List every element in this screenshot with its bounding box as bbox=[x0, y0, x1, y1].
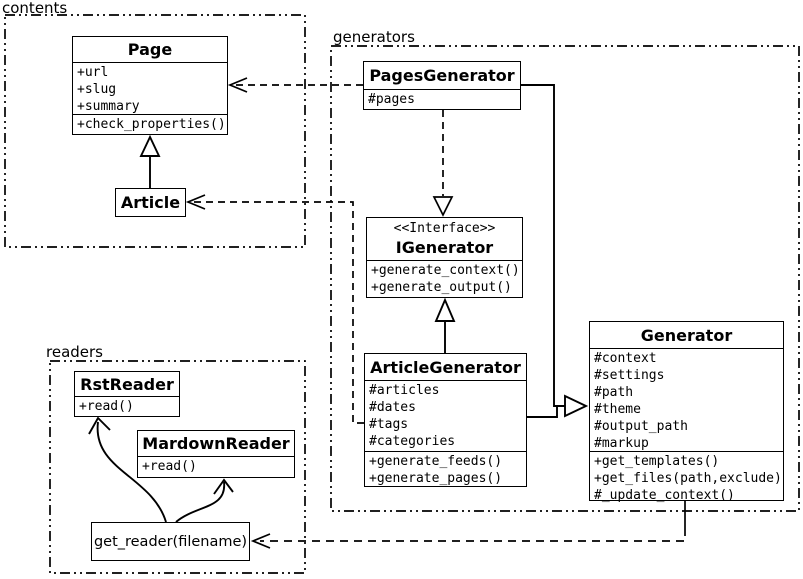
method-row: +get_templates() bbox=[594, 454, 720, 469]
open-arrowhead-icon bbox=[213, 478, 234, 495]
method-row: +read() bbox=[142, 459, 197, 474]
class-title-pagesgenerator: PagesGenerator bbox=[364, 62, 520, 90]
class-box-rstreader: RstReader +read() bbox=[74, 371, 180, 417]
attribute-row: #theme bbox=[594, 402, 641, 417]
realization-articlegenerator-to-igenerator bbox=[434, 297, 456, 353]
class-attributes-generator: #context #settings #path #theme #output_… bbox=[590, 349, 783, 451]
readers-package-border bbox=[49, 360, 306, 574]
attribute-row: #path bbox=[594, 385, 634, 400]
inheritance-articlegenerator-to-generator bbox=[527, 406, 558, 418]
function-label-get-reader: get_reader(filename) bbox=[93, 533, 248, 550]
arrow-getreader-to-rstreader bbox=[88, 416, 167, 523]
method-row: +generate_output() bbox=[371, 280, 512, 295]
open-arrowhead-icon bbox=[185, 194, 206, 210]
method-row: +check_properties() bbox=[77, 117, 226, 132]
open-arrowhead-icon bbox=[88, 416, 111, 435]
class-methods-generator: +get_templates() +get_files(path,exclude… bbox=[590, 451, 783, 504]
class-box-generator: Generator #context #settings #path #them… bbox=[589, 321, 784, 504]
dependency-pagesgenerator-to-page bbox=[227, 77, 363, 93]
open-arrowhead-icon bbox=[250, 533, 271, 549]
arrow-getreader-to-mardownreader bbox=[175, 478, 234, 523]
class-attributes-pagesgenerator: #pages bbox=[364, 90, 520, 108]
function-box-get-reader: get_reader(filename) bbox=[91, 522, 250, 561]
class-attributes-articlegenerator: #articles #dates #tags #categories bbox=[365, 381, 526, 451]
attribute-row: #tags bbox=[369, 417, 409, 432]
class-box-articlegenerator: ArticleGenerator #articles #dates #tags … bbox=[364, 353, 527, 487]
class-box-igenerator: <<Interface>> IGenerator +generate_conte… bbox=[366, 217, 523, 298]
class-title-generator: Generator bbox=[590, 322, 783, 349]
method-row: +generate_context() bbox=[371, 263, 520, 278]
realization-pagesgenerator-to-igenerator bbox=[432, 110, 454, 217]
contents-package-border bbox=[4, 14, 306, 248]
class-title-article: Article bbox=[120, 193, 181, 212]
attribute-row: #settings bbox=[594, 368, 665, 383]
generators-package-border bbox=[330, 45, 800, 512]
hollow-triangle-icon bbox=[434, 297, 456, 322]
stereotype-label: <<Interface>> bbox=[393, 221, 496, 236]
dependency-generator-to-getreader bbox=[250, 501, 686, 549]
class-methods-page: +check_properties() bbox=[73, 114, 227, 133]
hollow-triangle-icon bbox=[432, 196, 454, 217]
class-methods-rstreader: +read() bbox=[75, 397, 179, 415]
class-box-page: Page +url +slug +summary +check_properti… bbox=[72, 36, 228, 135]
attribute-row: +url bbox=[77, 65, 109, 80]
generators-package-label: generators bbox=[333, 28, 415, 46]
class-title-page: Page bbox=[73, 37, 227, 63]
attribute-row: +slug bbox=[77, 82, 117, 97]
class-title-igenerator: IGenerator bbox=[395, 238, 494, 257]
method-row: +generate_pages() bbox=[369, 471, 503, 486]
class-header-igenerator: <<Interface>> IGenerator bbox=[367, 218, 522, 261]
class-methods-mardownreader: +read() bbox=[138, 457, 294, 475]
class-methods-articlegenerator: +generate_feeds() +generate_pages() bbox=[365, 451, 526, 487]
class-box-pagesgenerator: PagesGenerator #pages bbox=[363, 61, 521, 110]
attribute-row: #pages bbox=[368, 92, 415, 107]
class-attributes-page: +url +slug +summary bbox=[73, 63, 227, 114]
dependency-articlegenerator-to-article bbox=[185, 194, 364, 424]
attribute-row: #articles bbox=[369, 383, 440, 398]
hollow-triangle-icon bbox=[564, 394, 589, 418]
attribute-row: #dates bbox=[369, 400, 416, 415]
method-row: +read() bbox=[79, 399, 134, 414]
class-title-rstreader: RstReader bbox=[75, 372, 179, 397]
attribute-row: #categories bbox=[369, 434, 456, 449]
attribute-row: +summary bbox=[77, 99, 140, 114]
class-box-article: Article bbox=[115, 188, 186, 217]
method-row: +get_files(path,exclude) bbox=[594, 471, 782, 486]
class-box-mardownreader: MardownReader +read() bbox=[137, 430, 295, 478]
readers-package-label: readers bbox=[46, 343, 103, 361]
contents-package-label: contents bbox=[2, 0, 68, 17]
attribute-row: #output_path bbox=[594, 419, 688, 434]
inheritance-article-to-page bbox=[139, 134, 161, 188]
class-title-mardownreader: MardownReader bbox=[138, 431, 294, 457]
hollow-triangle-icon bbox=[139, 134, 161, 157]
class-methods-igenerator: +generate_context() +generate_output() bbox=[367, 261, 522, 296]
method-row: #_update_context() bbox=[594, 488, 735, 503]
attribute-row: #markup bbox=[594, 436, 649, 451]
method-row: +generate_feeds() bbox=[369, 454, 503, 469]
attribute-row: #context bbox=[594, 351, 657, 366]
class-title-articlegenerator: ArticleGenerator bbox=[365, 354, 526, 381]
inheritance-pagesgenerator-to-generator bbox=[521, 84, 565, 407]
open-arrowhead-icon bbox=[227, 77, 248, 93]
